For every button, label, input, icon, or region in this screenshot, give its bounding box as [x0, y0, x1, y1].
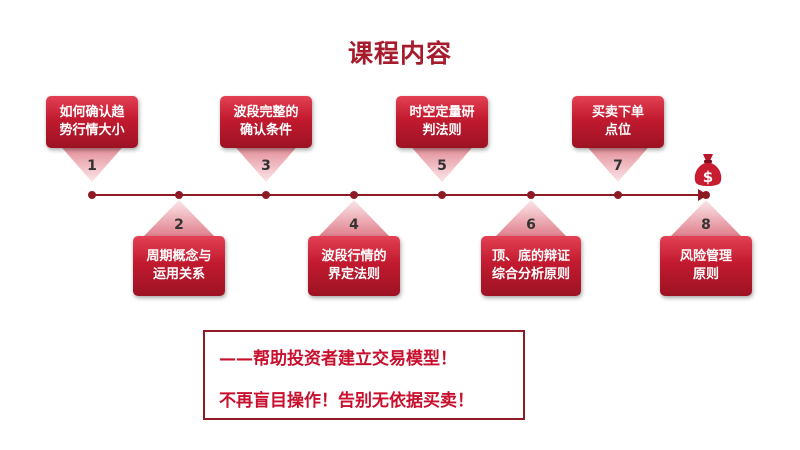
message-line-1: ——帮助投资者建立交易模型！ [219, 349, 457, 369]
step-2-dot [175, 191, 183, 199]
step-6-number: 6 [526, 217, 536, 233]
money-bag-symbol: $ [703, 168, 713, 186]
step-1-dot [88, 191, 96, 199]
money-bag-icon: $ [692, 152, 724, 188]
step-7-dot [614, 191, 622, 199]
step-7-line-1: 买卖下单 [591, 105, 644, 120]
step-8-number: 8 [701, 217, 711, 233]
step-4-line-2: 界定法则 [327, 267, 380, 282]
step-2-box: 周期概念与运用关系 [133, 236, 225, 296]
step-1-line-1: 如何确认趋 [59, 105, 125, 120]
step-3-number: 3 [261, 158, 271, 174]
step-5-number: 5 [437, 158, 447, 174]
step-7-line-2: 点位 [604, 123, 631, 138]
message-line-2: 不再盲目操作！告别无依据买卖！ [219, 391, 474, 411]
step-1-number: 1 [87, 158, 97, 174]
page-title: 课程内容 [347, 39, 452, 68]
step-6-line-1: 顶、底的辩证 [491, 249, 570, 264]
step-5-dot [438, 191, 446, 199]
step-4-dot [350, 191, 358, 199]
step-8-line-1: 风险管理 [679, 249, 732, 264]
step-1-line-2: 势行情大小 [59, 123, 125, 138]
step-8-line-2: 原则 [692, 267, 719, 282]
step-2-line-2: 运用关系 [152, 267, 205, 282]
step-6-box: 顶、底的辩证综合分析原则 [481, 236, 581, 296]
message-box: ——帮助投资者建立交易模型！ 不再盲目操作！告别无依据买卖！ [203, 330, 525, 420]
step-6-dot [527, 191, 535, 199]
step-2-number: 2 [174, 217, 184, 233]
step-8-dot [702, 191, 710, 199]
step-5-line-1: 时空定量研 [409, 105, 475, 120]
step-3-dot [262, 191, 270, 199]
step-7-number: 7 [613, 158, 623, 174]
step-7-box: 买卖下单点位 [572, 96, 664, 148]
step-8-box: 风险管理原则 [660, 236, 752, 296]
step-3-box: 波段完整的确认条件 [220, 96, 312, 148]
step-1-box: 如何确认趋势行情大小 [46, 96, 138, 148]
step-2-line-1: 周期概念与 [146, 249, 212, 264]
timeline-line [90, 194, 700, 196]
step-6-line-2: 综合分析原则 [491, 267, 570, 282]
step-3-line-1: 波段完整的 [233, 105, 299, 120]
step-4-number: 4 [349, 217, 359, 233]
step-4-line-1: 波段行情的 [321, 249, 387, 264]
step-3-line-2: 确认条件 [239, 123, 292, 138]
step-4-box: 波段行情的界定法则 [308, 236, 400, 296]
step-5-line-2: 判法则 [422, 123, 462, 138]
step-5-box: 时空定量研判法则 [396, 96, 488, 148]
